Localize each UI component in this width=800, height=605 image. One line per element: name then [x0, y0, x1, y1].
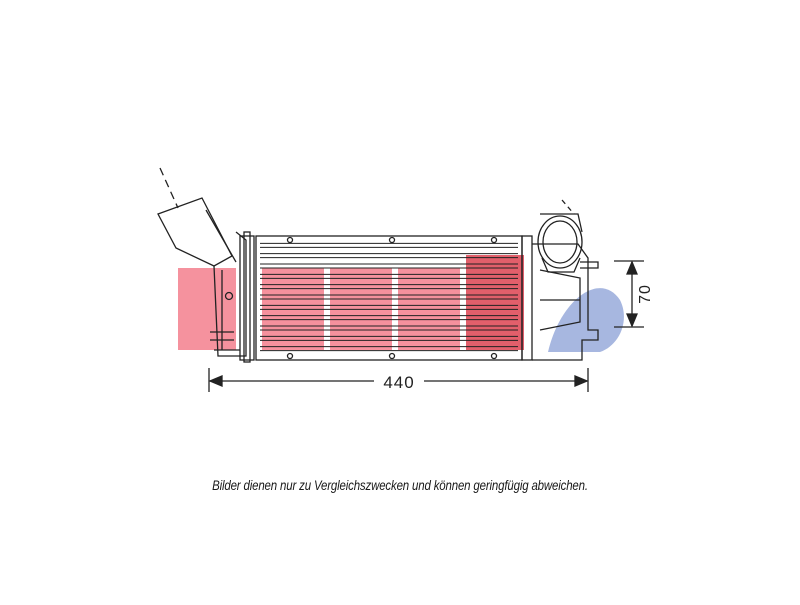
core-tube: [260, 253, 518, 259]
core-mount-hole: [286, 236, 294, 244]
height-dimension-line: [614, 260, 644, 328]
core-tube: [260, 242, 518, 248]
core-mount-hole: [490, 236, 498, 244]
width-dimension-label: 440: [383, 373, 414, 392]
watermark-block-1: [178, 268, 236, 350]
left-tank: [239, 231, 255, 363]
core-tube: [260, 335, 518, 341]
left-inlet-pipe: [157, 167, 247, 357]
height-dimension-label: 70: [637, 284, 654, 304]
core-tube: [260, 304, 518, 310]
core-tube: [260, 325, 518, 331]
width-dimension-line: [208, 368, 589, 392]
core-mount-hole: [388, 236, 396, 244]
core-mount-hole: [286, 352, 294, 360]
brand-logo-watermark: [178, 255, 624, 352]
right-outlet-pipe: [537, 199, 583, 273]
core-mount-hole: [490, 352, 498, 360]
core-tube: [260, 273, 518, 279]
disclaimer-caption: Bilder dienen nur zu Vergleichszwecken u…: [212, 477, 588, 493]
core-tube: [260, 346, 518, 352]
core-tube: [260, 294, 518, 300]
core-tube: [260, 284, 518, 290]
watermark-block-5: [466, 255, 524, 350]
watermark-blue-swoosh: [548, 288, 624, 352]
core-tube: [260, 315, 518, 321]
core-tube: [260, 263, 518, 269]
core-mount-hole: [388, 352, 396, 360]
